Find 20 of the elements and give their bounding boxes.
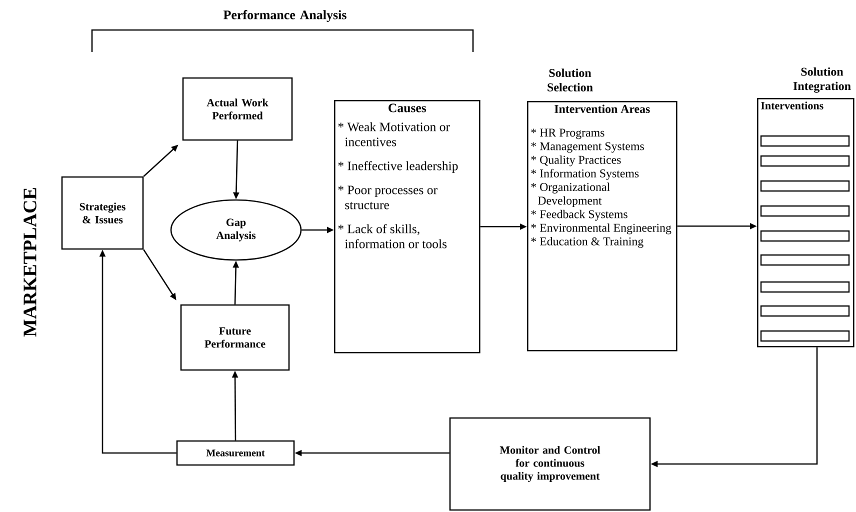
text-box: Interventions	[757, 98, 854, 348]
process-box: Measurement	[176, 440, 295, 466]
text-box: Causes * Weak Motivation or incentives * Ineffective leadership * Poor processes or structure * Lack of skills, information or tools	[334, 100, 480, 354]
empty-box	[760, 254, 850, 266]
empty-box	[760, 305, 850, 317]
empty-box	[760, 135, 850, 147]
heading: Solution Integration	[793, 67, 851, 93]
empty-box	[760, 330, 850, 342]
empty-box	[760, 281, 850, 293]
heading: Performance Analysis	[224, 10, 346, 22]
empty-box	[760, 180, 850, 192]
process-box: Strategies & Issues	[61, 176, 144, 250]
empty-box	[760, 155, 850, 167]
process-box: Monitor and Control for continuous quality improvement	[449, 417, 651, 511]
heading: MARKETPLACE	[24, 188, 36, 337]
process-box: Future Performance	[180, 304, 290, 371]
process-box: Actual Work Performed	[182, 77, 293, 141]
text-box: Intervention Areas * HR Programs * Management Systems * Quality Practices * Information Systems * Organizational Development * Feedback Systems * Environmental Engineering * Education & Training	[527, 101, 678, 352]
empty-box	[760, 205, 850, 217]
empty-box	[760, 230, 850, 242]
